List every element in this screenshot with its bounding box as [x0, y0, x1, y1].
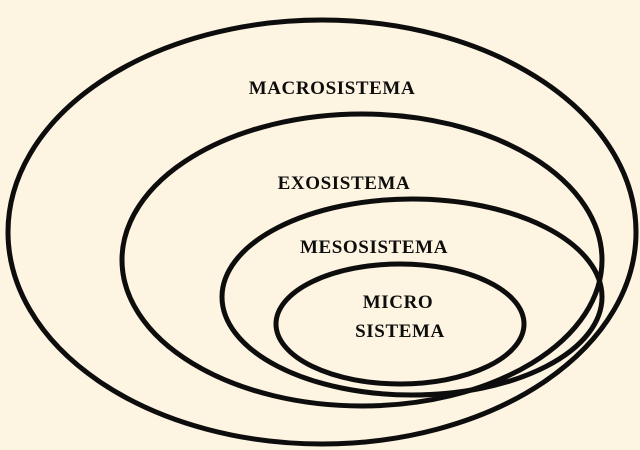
- exosistema-label: EXOSISTEMA: [278, 173, 411, 194]
- microsistema-label-line2: SISTEMA: [355, 321, 445, 342]
- exosistema-ellipse: [119, 111, 605, 409]
- mesosistema-ellipse: [219, 196, 605, 398]
- macrosistema-label: MACROSISTEMA: [249, 78, 416, 99]
- microsistema-ellipse: [273, 261, 527, 387]
- mesosistema-label: MESOSISTEMA: [300, 237, 448, 258]
- microsistema-label-line1: MICRO: [363, 292, 434, 313]
- macrosistema-ellipse: [5, 17, 639, 447]
